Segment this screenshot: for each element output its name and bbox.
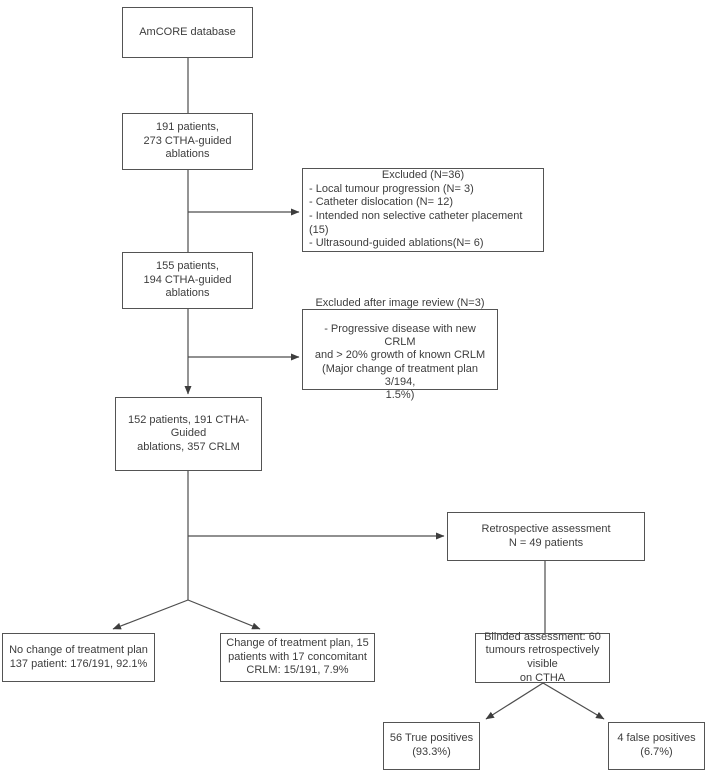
node-blinded-assessment-text: Blinded assessment: 60 tumours retrospec… <box>484 630 601 684</box>
excluded-item: - Intended non selective catheter placem… <box>309 210 523 236</box>
node-false-positives-text: 4 false positives (6.7%) <box>617 732 696 758</box>
node-amcore-database-text: AmCORE database <box>139 25 236 38</box>
node-retrospective-assessment-text: Retrospective assessment N = 49 patients <box>481 522 611 549</box>
node-no-change-plan-text: No change of treatment plan 137 patient:… <box>9 643 148 670</box>
node-change-plan: Change of treatment plan, 15 patients wi… <box>220 633 375 682</box>
node-retrospective-assessment: Retrospective assessment N = 49 patients <box>447 512 645 561</box>
node-blinded-assessment: Blinded assessment: 60 tumours retrospec… <box>475 631 610 684</box>
node-true-positives-text: 56 True positives (93.3%) <box>389 732 474 758</box>
excluded-item: - Ultrasound-guided ablations(N= 6) <box>309 237 484 250</box>
node-excluded-image-review-title: Excluded after image review (N=3) <box>315 296 485 309</box>
edge-branch-change <box>187 599 261 630</box>
excluded-item: - Local tumour progression (N= 3) <box>309 182 474 195</box>
edge-blinded-true <box>485 682 544 720</box>
node-152-patients-text: 152 patients, 191 CTHA-Guided ablations,… <box>127 413 250 453</box>
node-excluded-n36-items: - Local tumour progression (N= 3) - Cath… <box>309 183 537 251</box>
node-excluded-image-review: Excluded after image review (N=3) - Prog… <box>302 297 498 401</box>
node-excluded-image-review-body: - Progressive disease with new CRLM and … <box>314 323 486 401</box>
edge-blinded-false <box>542 682 605 720</box>
node-191-patients-text: 191 patients, 273 CTHA-guided ablations <box>143 121 232 161</box>
node-true-positives: 56 True positives (93.3%) <box>383 722 480 770</box>
node-191-patients: 191 patients, 273 CTHA-guided ablations <box>122 113 253 170</box>
node-152-patients: 152 patients, 191 CTHA-Guided ablations,… <box>115 397 262 471</box>
excluded-item: - Catheter dislocation (N= 12) <box>309 196 453 209</box>
edge-branch-no-change <box>112 599 189 630</box>
node-false-positives: 4 false positives (6.7%) <box>608 722 705 770</box>
node-amcore-database: AmCORE database <box>122 7 253 58</box>
node-155-patients: 155 patients, 194 CTHA-guided ablations <box>122 252 253 309</box>
node-155-patients-text: 155 patients, 194 CTHA-guided ablations <box>143 260 232 300</box>
node-excluded-n36-title: Excluded (N=36) <box>381 169 465 182</box>
node-change-plan-text: Change of treatment plan, 15 patients wi… <box>226 637 369 677</box>
node-excluded-n36: Excluded (N=36) - Local tumour progressi… <box>302 168 544 252</box>
node-no-change-plan: No change of treatment plan 137 patient:… <box>2 633 155 682</box>
